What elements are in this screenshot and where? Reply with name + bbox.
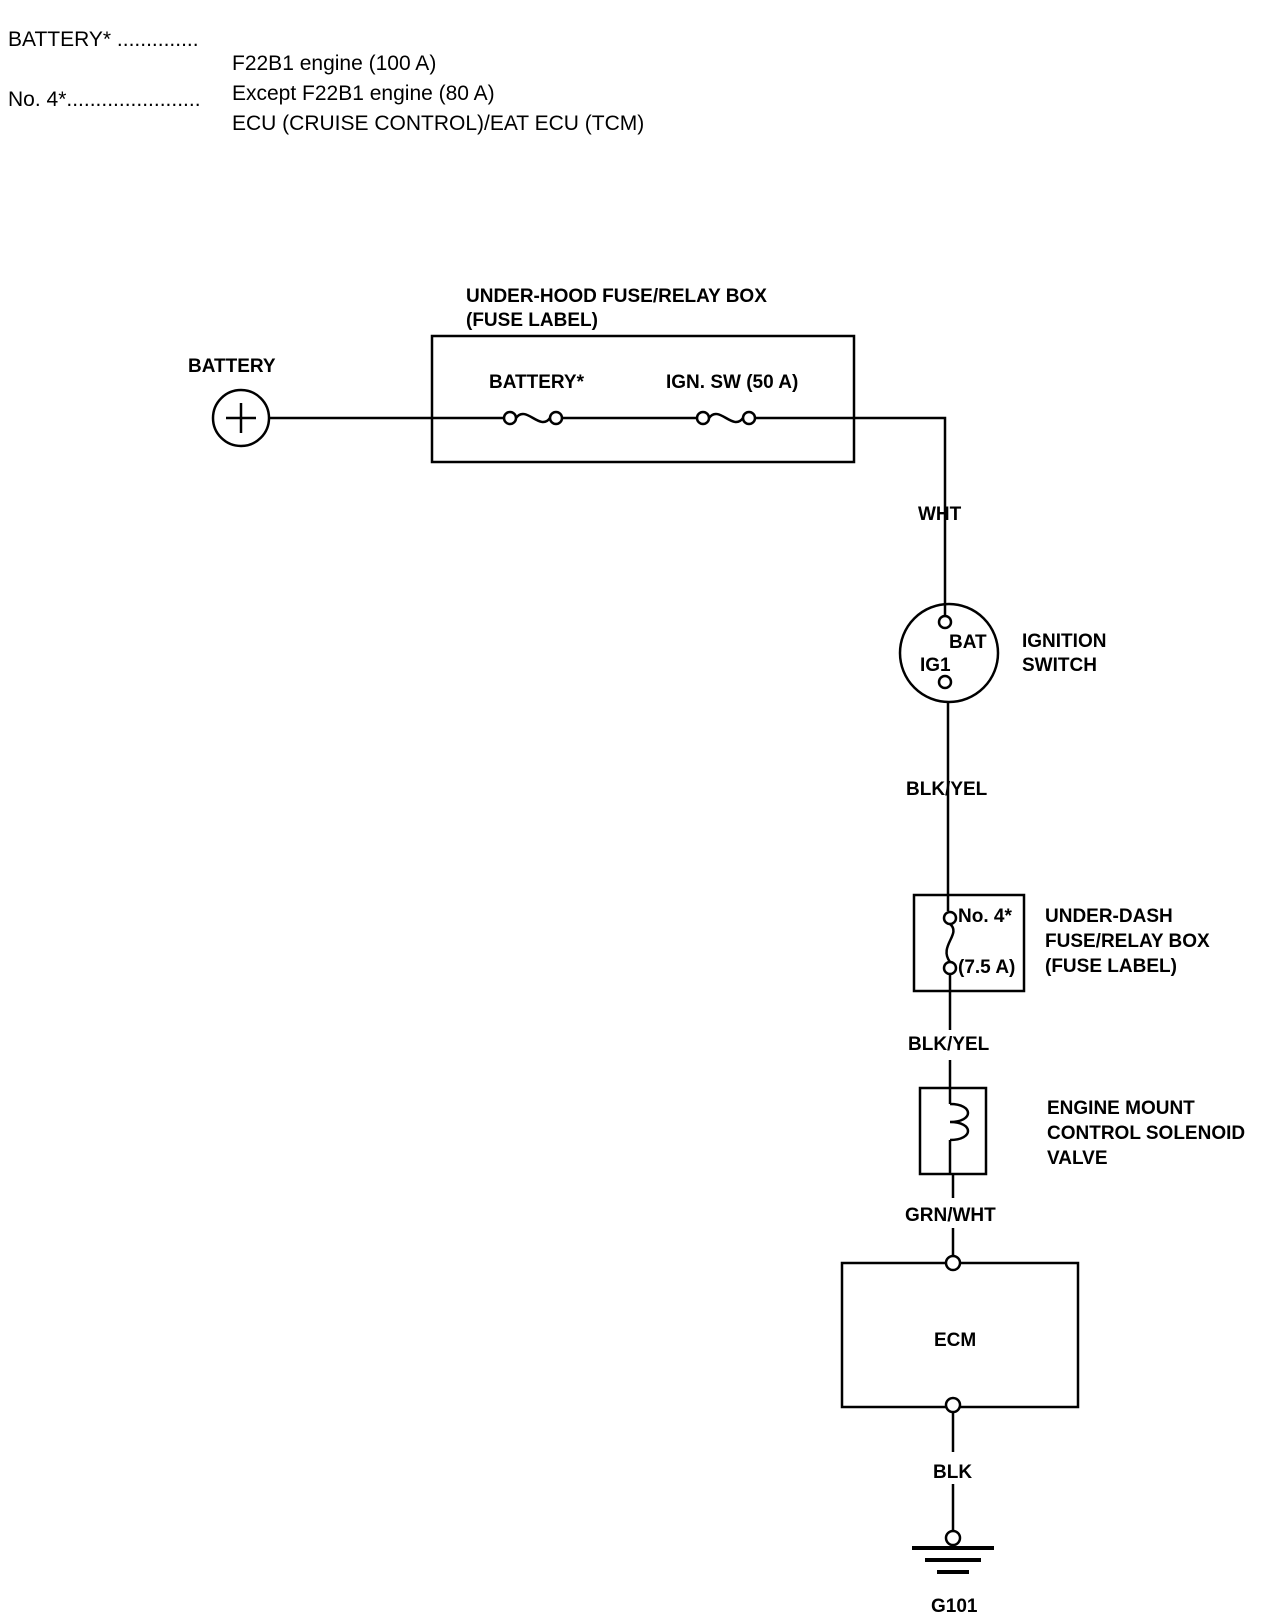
under-dash-label-1: UNDER-DASH	[1045, 906, 1173, 927]
ignition-terminal-bat-label: BAT	[949, 632, 987, 653]
fuse2-terminal-left	[695, 410, 711, 426]
ecm-label: ECM	[934, 1330, 976, 1351]
under-hood-box-subtitle: (FUSE LABEL)	[466, 310, 598, 331]
under-dash-label-3: (FUSE LABEL)	[1045, 956, 1177, 977]
wire-blk-yel-2-label: BLK/YEL	[908, 1034, 990, 1055]
no4-terminal-top	[942, 910, 958, 926]
fuse1-terminal-left	[502, 410, 518, 426]
fuse-legend: BATTERY* .............. F22B1 engine (10…	[0, 0, 1280, 135]
under-dash-box	[912, 893, 1026, 993]
wire-wht	[755, 416, 947, 616]
ground-label: G101	[931, 1596, 978, 1617]
battery-label: BATTERY	[188, 356, 276, 377]
no4-fuse-element	[945, 923, 955, 963]
no4-fuse-rating: (7.5 A)	[958, 957, 1015, 978]
under-hood-box	[430, 334, 856, 464]
ignition-terminal-ig1-label: IG1	[920, 655, 951, 676]
fuse2-label: IGN. SW (50 A)	[666, 372, 798, 393]
ignition-terminal-ig1	[937, 674, 953, 690]
ecm-terminal-bottom	[944, 1396, 962, 1414]
ground-terminal	[944, 1529, 962, 1547]
solenoid-coil	[949, 1102, 970, 1142]
legend-key: BATTERY* ..............	[8, 28, 199, 51]
solenoid-label-1: ENGINE MOUNT	[1047, 1098, 1195, 1119]
wire-wht-label: WHT	[918, 504, 962, 525]
fuse2-element	[707, 412, 745, 424]
legend-row-battery-alt: Except F22B1 engine (80 A)	[0, 34, 495, 130]
fuse1-element	[514, 412, 552, 424]
no4-terminal-bottom	[942, 960, 958, 976]
legend-value: ECU (CRUISE CONTROL)/EAT ECU (TCM)	[232, 112, 645, 135]
legend-value: F22B1 engine (100 A)	[232, 52, 437, 75]
legend-key: No. 4*.......................	[8, 88, 201, 111]
fuse1-terminal-right	[548, 410, 564, 426]
legend-row-no4: No. 4*....................... ECU (CRUIS…	[0, 64, 644, 160]
wire-blk-label: BLK	[933, 1462, 972, 1483]
ignition-switch-label-2: SWITCH	[1022, 655, 1097, 676]
ignition-terminal-bat	[937, 614, 953, 630]
under-dash-label-2: FUSE/RELAY BOX	[1045, 931, 1210, 952]
under-hood-box-title: UNDER-HOOD FUSE/RELAY BOX	[466, 286, 767, 307]
solenoid-box	[918, 1086, 988, 1176]
legend-value: Except F22B1 engine (80 A)	[232, 82, 495, 105]
no4-fuse-label: No. 4*	[958, 906, 1012, 927]
fuse1-label: BATTERY*	[489, 372, 585, 393]
solenoid-label-2: CONTROL SOLENOID	[1047, 1123, 1245, 1144]
ignition-switch-label-1: IGNITION	[1022, 631, 1106, 652]
ecm-terminal-top	[944, 1254, 962, 1272]
legend-row-battery: BATTERY* .............. F22B1 engine (10…	[0, 4, 436, 100]
solenoid-label-3: VALVE	[1047, 1148, 1108, 1169]
wire-blk-yel-1-label: BLK/YEL	[906, 779, 988, 800]
wire-grn-wht-label: GRN/WHT	[905, 1205, 996, 1226]
fuse2-terminal-right	[741, 410, 757, 426]
